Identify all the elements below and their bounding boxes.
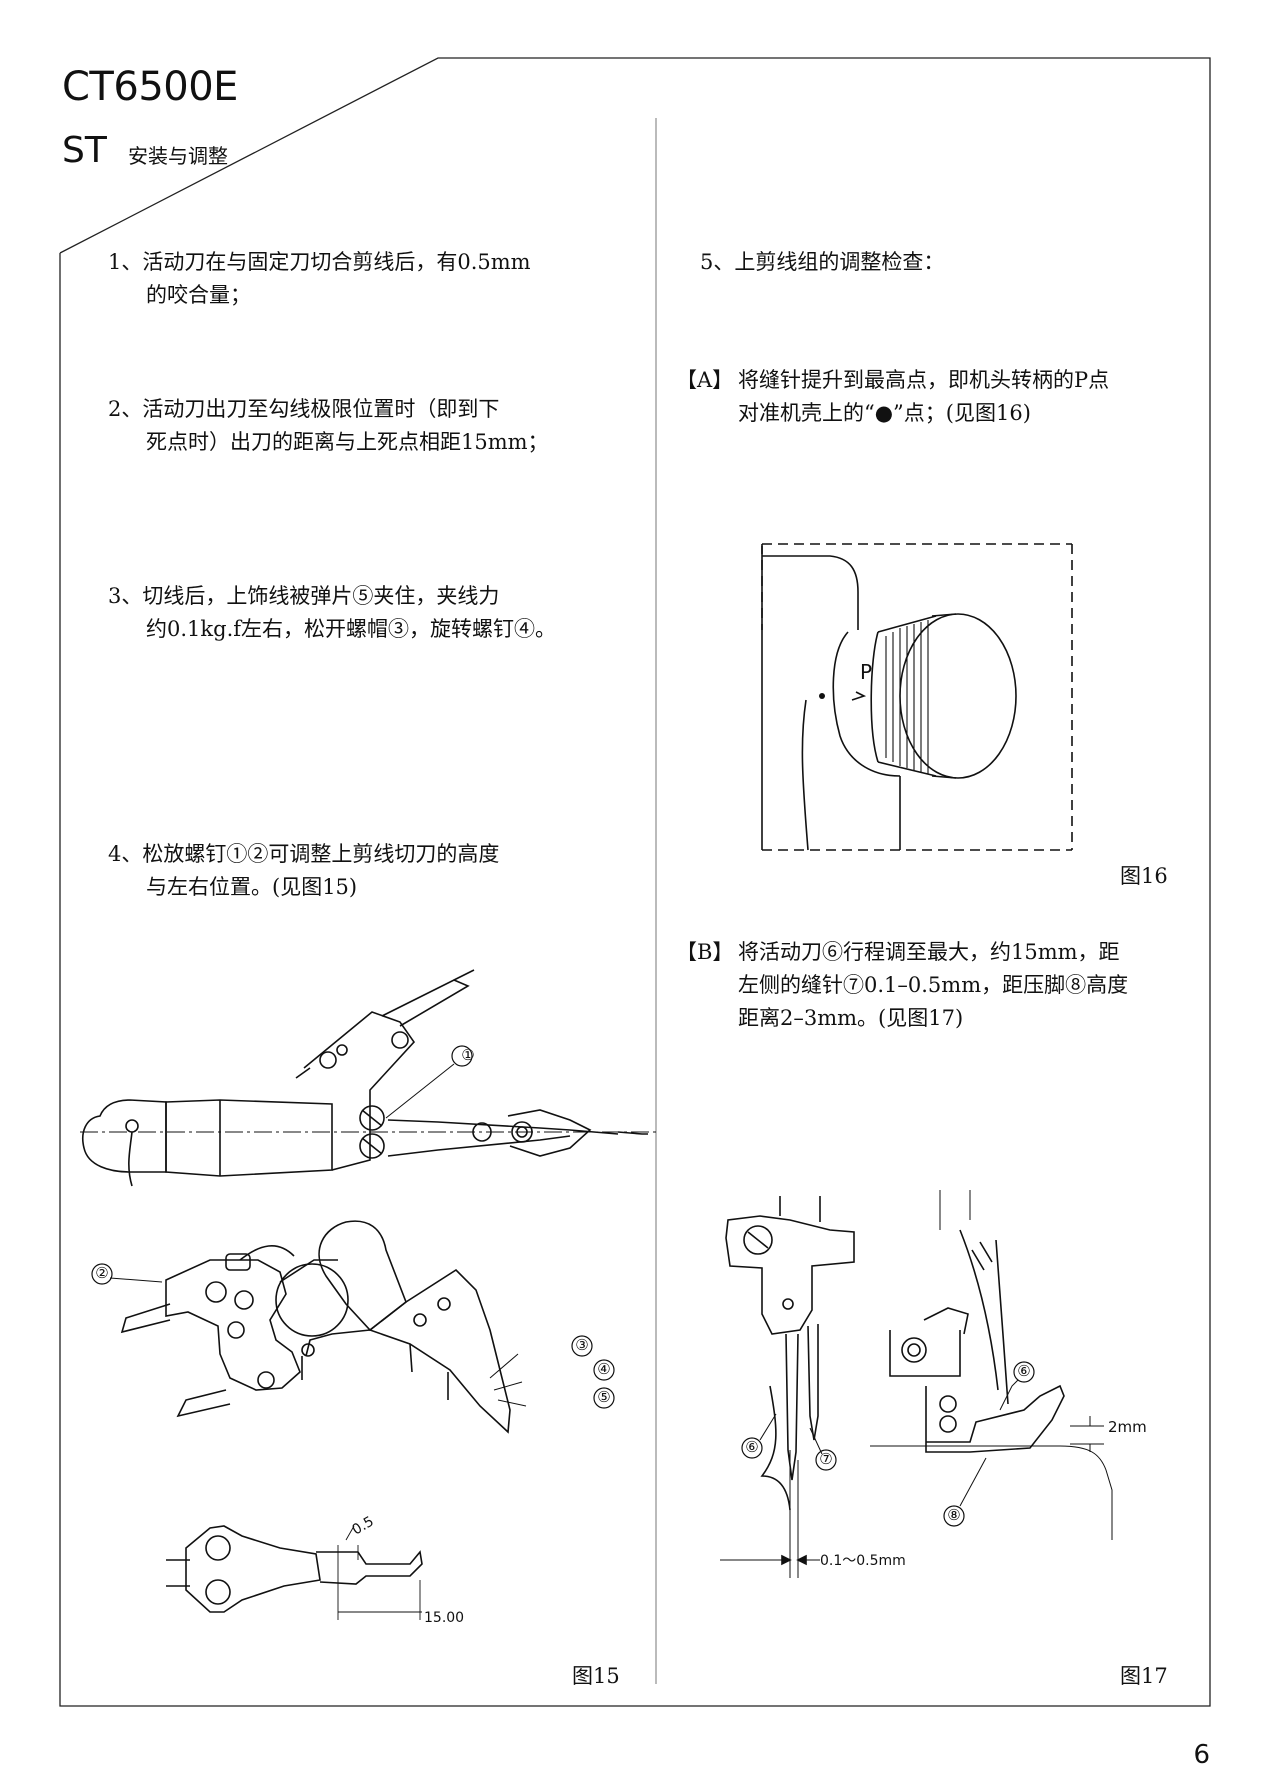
callout-7: ⑦	[819, 1450, 833, 1468]
callout-4: ④	[597, 1360, 611, 1378]
step-b: 【B】将活动刀⑥行程调至最大，约15mm，距 左侧的缝针⑦0.1–0.5mm，距…	[676, 936, 1128, 1035]
item-line: 与左右位置。(见图15)	[146, 875, 358, 899]
step-b-line: 左侧的缝针⑦0.1–0.5mm，距压脚⑧高度	[738, 973, 1129, 997]
figure-16	[761, 543, 1073, 851]
item-line: 4、松放螺钉①②可调整上剪线切刀的高度	[108, 842, 500, 866]
figure-16-caption: 图16	[1120, 864, 1168, 888]
item-line: 约0.1kg.f左右，松开螺帽③，旋转螺钉④。	[146, 617, 557, 641]
callout-8: ⑧	[947, 1506, 961, 1524]
callout-3: ③	[575, 1336, 589, 1354]
item-line: 的咬合量；	[146, 283, 251, 307]
dimension-label-large: 15.00	[424, 1610, 465, 1626]
left-item-1: 1、活动刀在与固定刀切合剪线后，有0.5mm 的咬合量；	[108, 246, 531, 312]
figure-15-caption: 图15	[572, 1664, 620, 1688]
callout-2: ②	[95, 1264, 109, 1282]
step-a-line: 将缝针提升到最高点，即机头转柄的P点	[738, 368, 1110, 392]
left-item-2: 2、活动刀出刀至勾线极限位置时（即到下 死点时）出刀的距离与上死点相距15mm；	[108, 393, 549, 459]
figure-15	[80, 969, 660, 1620]
left-item-3: 3、切线后，上饰线被弹片⑤夹住，夹线力 约0.1kg.f左右，松开螺帽③，旋转螺…	[108, 580, 556, 646]
callout-5: ⑤	[597, 1388, 611, 1406]
figure-17	[720, 1190, 1113, 1578]
dimension-gap: 0.1～0.5mm	[820, 1553, 906, 1569]
step-a-line: 对准机壳上的“●”点；(见图16)	[738, 401, 1031, 425]
figure-17-caption: 图17	[1120, 1664, 1168, 1688]
step-b-tag: 【B】	[676, 940, 734, 964]
item-line: 3、切线后，上饰线被弹片⑤夹住，夹线力	[108, 584, 500, 608]
label-p: P	[860, 660, 873, 684]
page-number: 6	[1193, 1740, 1210, 1770]
model-title: CT6500E	[62, 64, 238, 110]
callout-6-right: ⑥	[1017, 1362, 1031, 1380]
item-line: 2、活动刀出刀至勾线极限位置时（即到下	[108, 397, 500, 421]
step-b-line: 将活动刀⑥行程调至最大，约15mm，距	[738, 940, 1120, 964]
callout-1: ①	[461, 1046, 475, 1064]
step-a: 【A】将缝针提升到最高点，即机头转柄的P点 对准机壳上的“●”点；(见图16)	[676, 364, 1109, 430]
left-item-4: 4、松放螺钉①②可调整上剪线切刀的高度 与左右位置。(见图15)	[108, 838, 499, 904]
item-line: 1、活动刀在与固定刀切合剪线后，有0.5mm	[108, 250, 531, 274]
callout-6-left: ⑥	[745, 1438, 759, 1456]
section-title: 安装与调整	[128, 144, 228, 168]
item-line: 死点时）出刀的距离与上死点相距15mm；	[146, 430, 549, 454]
right-heading: 5、上剪线组的调整检查：	[700, 250, 945, 274]
step-a-tag: 【A】	[676, 368, 734, 392]
section-code: ST	[62, 130, 107, 171]
step-b-line: 距离2–3mm。(见图17)	[738, 1006, 964, 1030]
dimension-height: 2mm	[1108, 1418, 1147, 1436]
